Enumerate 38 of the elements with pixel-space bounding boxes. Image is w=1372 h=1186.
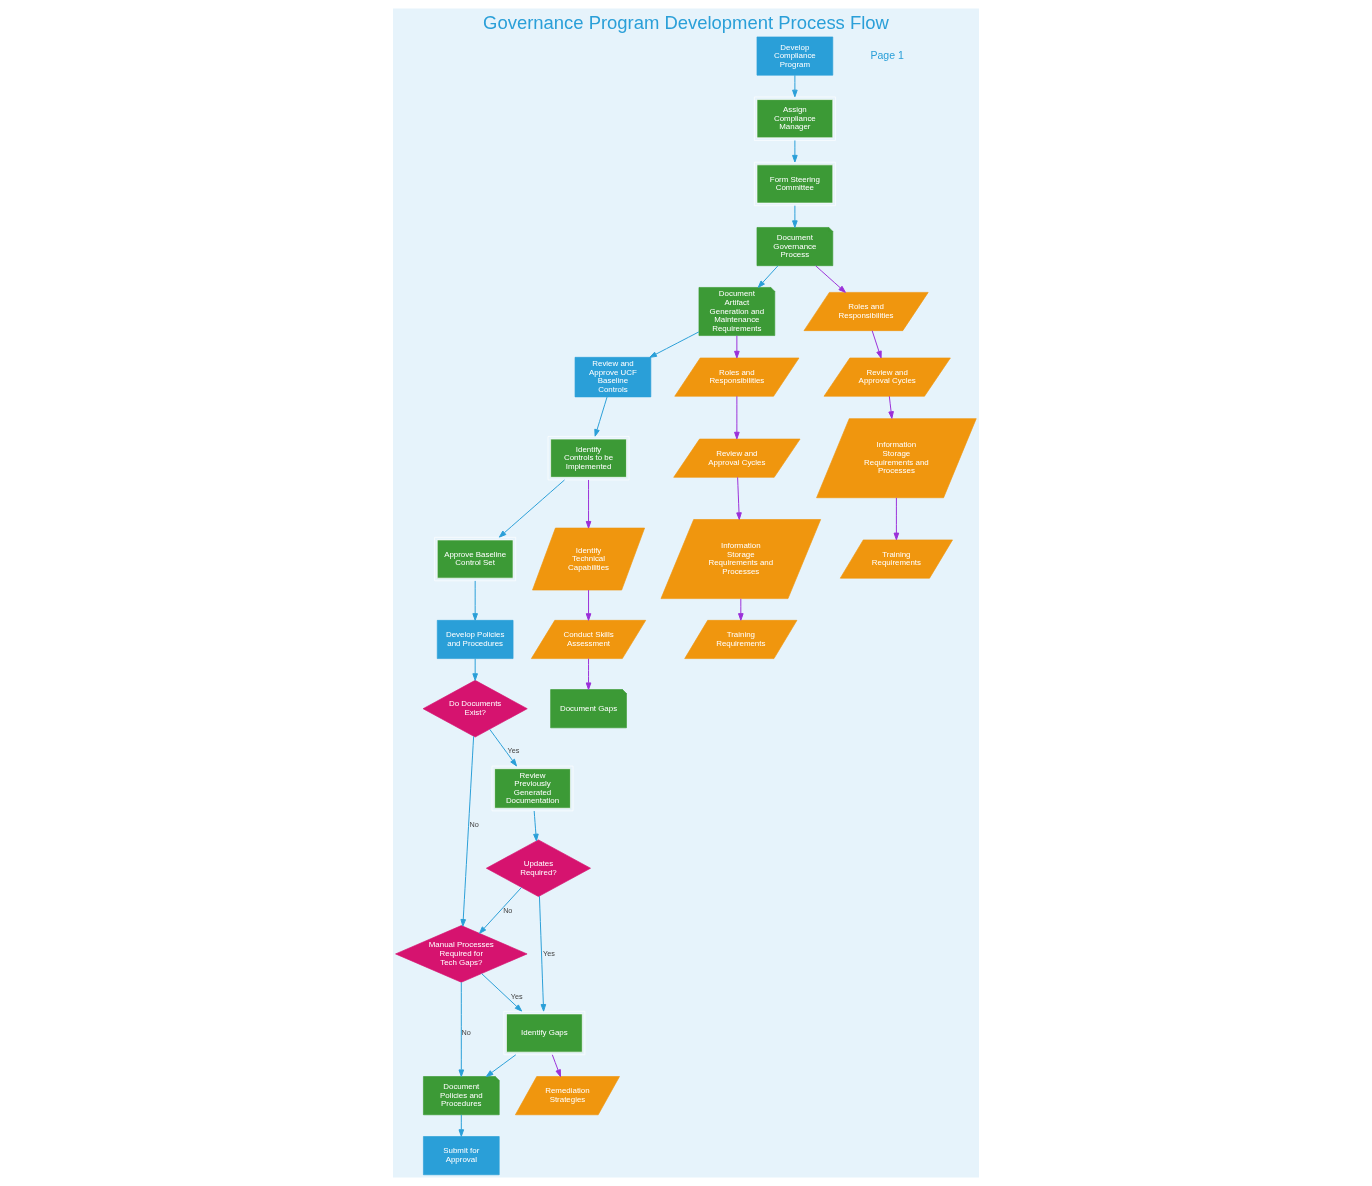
edge-label: No	[503, 905, 513, 915]
arrow	[458, 1114, 465, 1137]
edge-label: No	[461, 1027, 471, 1037]
arrow	[472, 580, 478, 621]
arrow	[734, 335, 740, 359]
diagram-title: Governance Program Development Process Flow	[483, 11, 889, 33]
arrow	[533, 810, 539, 842]
arrow	[460, 735, 475, 927]
arrow	[538, 895, 547, 1012]
label: Page 1	[870, 48, 904, 61]
arrow	[792, 139, 798, 163]
edge-label: Yes	[543, 948, 555, 958]
arrow	[893, 497, 900, 541]
arrow	[551, 1054, 561, 1077]
arrow	[472, 658, 478, 681]
arrow	[585, 658, 592, 690]
arrow	[594, 396, 608, 437]
arrow	[481, 973, 523, 1012]
arrow	[736, 476, 742, 520]
arrow	[485, 1054, 517, 1077]
arrow	[815, 265, 846, 293]
arrow	[479, 886, 522, 934]
arrow	[489, 728, 517, 767]
edge-label: No	[469, 820, 479, 830]
arrow	[871, 330, 882, 359]
edge-label: Yes	[507, 746, 520, 756]
arrow	[738, 598, 744, 621]
arrow	[585, 479, 592, 529]
arrow	[649, 331, 700, 358]
arrow	[585, 589, 592, 621]
arrow	[757, 265, 779, 288]
arrow	[888, 395, 894, 419]
arrow	[498, 479, 565, 538]
arrow	[792, 205, 798, 228]
arrow	[458, 981, 465, 1077]
edge-label: Yes	[510, 991, 523, 1001]
arrow	[734, 395, 740, 440]
arrow	[792, 74, 798, 98]
